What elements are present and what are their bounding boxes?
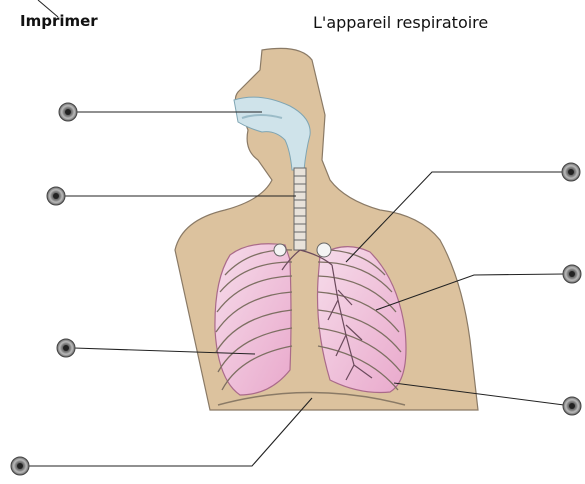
print-link[interactable]: Imprimer [20, 12, 98, 30]
diagram-title: L'appareil respiratoire [313, 13, 488, 32]
target-marker-icon[interactable] [47, 187, 65, 205]
target-marker-icon[interactable] [57, 339, 75, 357]
target-marker-icon[interactable] [562, 163, 580, 181]
target-marker-icon[interactable] [59, 103, 77, 121]
target-marker-icon[interactable] [563, 265, 581, 283]
bronchus-ring [274, 244, 286, 256]
bronchus-ring [317, 243, 331, 257]
target-marker-icon[interactable] [563, 397, 581, 415]
target-marker-icon[interactable] [11, 457, 29, 475]
trachea-shape [294, 168, 306, 250]
